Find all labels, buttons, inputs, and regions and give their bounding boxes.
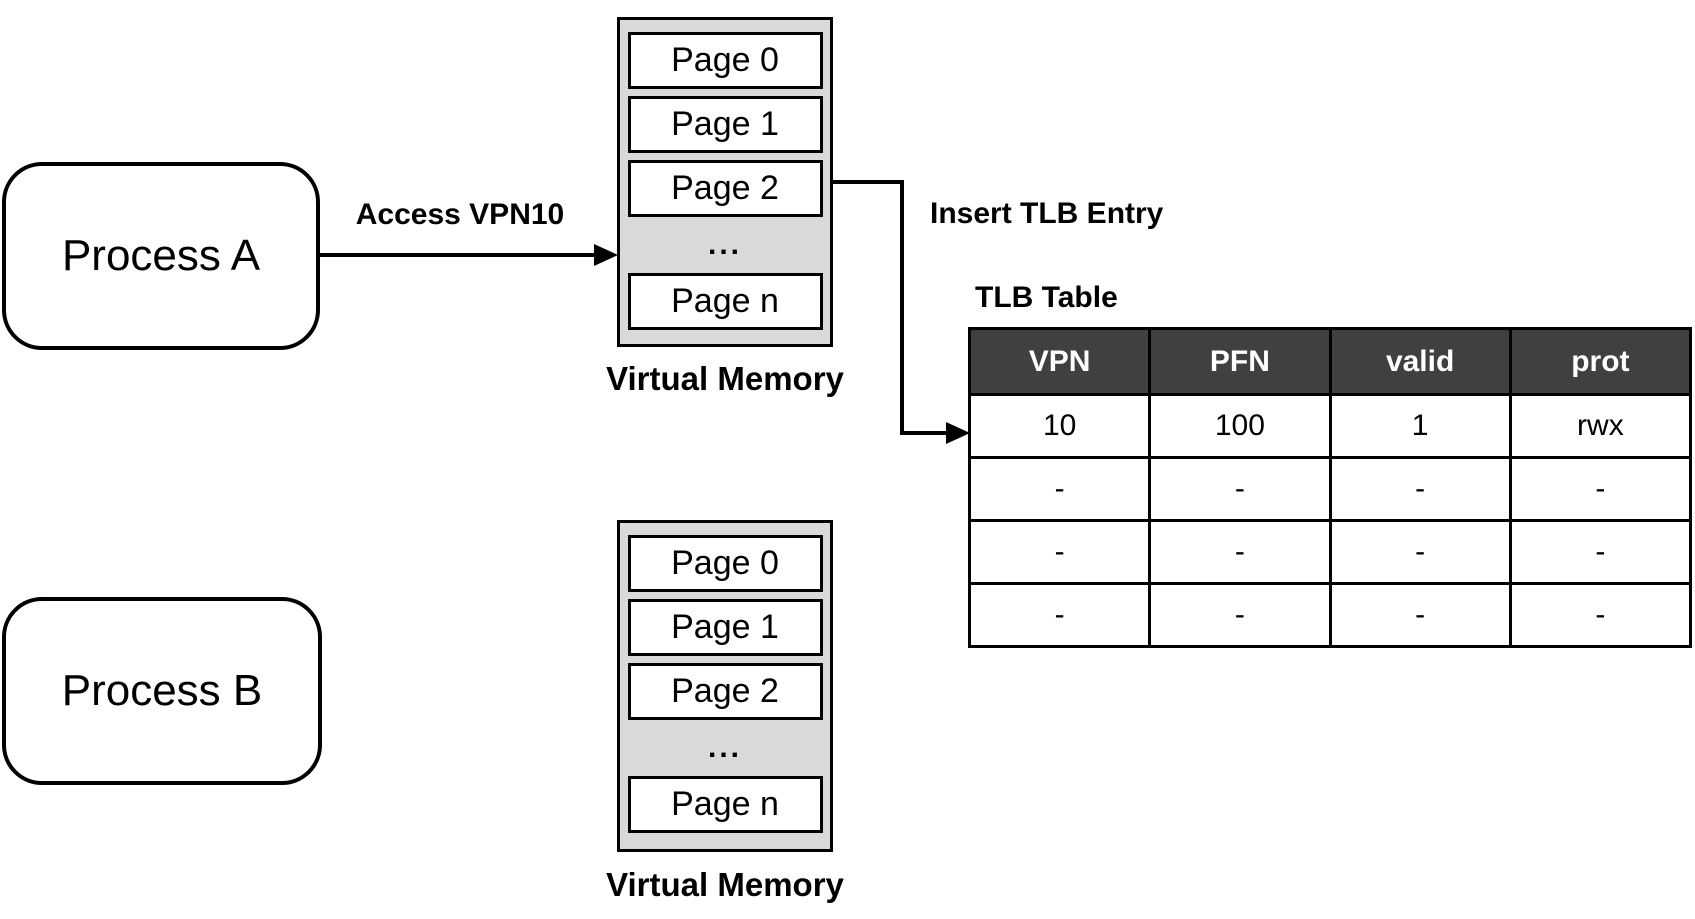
page-label: Page 2 — [671, 169, 779, 207]
access-vpn-label: Access VPN10 — [355, 198, 565, 231]
tlb-cell: - — [967, 519, 1152, 585]
tlb-table-title: TLB Table — [975, 281, 1118, 314]
insert-connector-line — [900, 180, 904, 433]
process-a-label: Process A — [61, 231, 261, 280]
page-box: Page 1 — [627, 96, 823, 153]
tlb-cell: - — [1508, 519, 1693, 585]
tlb-cell: 10 — [967, 393, 1152, 459]
arrowhead-icon — [594, 244, 618, 266]
tlb-cell: - — [1148, 456, 1332, 522]
tlb-row: 10 100 1 rwx — [967, 393, 1693, 459]
tlb-cell: - — [1508, 456, 1693, 522]
tlb-row: - - - - — [967, 582, 1693, 648]
tlb-cell: - — [1328, 519, 1512, 585]
tlb-cell: 100 — [1148, 393, 1332, 459]
tlb-header-vpn: VPN — [967, 327, 1152, 396]
tlb-cell: - — [967, 582, 1152, 648]
tlb-cell: - — [1328, 582, 1512, 648]
page-label: Page 1 — [671, 608, 779, 646]
tlb-cell: - — [967, 456, 1152, 522]
page-box: Page n — [627, 273, 823, 330]
page-label: Page 0 — [671, 41, 779, 79]
ellipsis-row: ... — [707, 228, 742, 261]
page-box: Page 0 — [627, 32, 823, 89]
page-label: Page n — [671, 785, 779, 823]
tlb-cell: - — [1148, 582, 1332, 648]
insert-connector-line — [900, 431, 948, 435]
tlb-cell: 1 — [1328, 393, 1512, 459]
tlb-cell: - — [1508, 582, 1693, 648]
page-box: Page n — [627, 776, 823, 833]
tlb-cell: - — [1148, 519, 1332, 585]
vm-stack-a: Page 0 Page 1 Page 2 ... Page n — [617, 17, 833, 347]
tlb-table: VPN PFN valid prot 10 100 1 rwx - - - - … — [967, 327, 1693, 648]
ellipsis-row: ... — [707, 731, 742, 764]
vm-b-caption: Virtual Memory — [606, 866, 844, 903]
tlb-header-pfn: PFN — [1148, 327, 1332, 396]
page-label: Page 2 — [671, 672, 779, 710]
tlb-row: - - - - — [967, 456, 1693, 522]
process-b-box: Process B — [2, 597, 322, 785]
page-label: Page 1 — [671, 105, 779, 143]
process-a-box: Process A — [2, 162, 320, 350]
tlb-cell: rwx — [1508, 393, 1693, 459]
page-label: Page n — [671, 282, 779, 320]
vm-stack-b: Page 0 Page 1 Page 2 ... Page n — [617, 520, 833, 852]
tlb-cell: - — [1328, 456, 1512, 522]
page-box: Page 2 — [627, 663, 823, 720]
insert-connector-line — [833, 180, 904, 184]
page-box: Page 1 — [627, 599, 823, 656]
page-label: Page 0 — [671, 544, 779, 582]
tlb-header-valid: valid — [1328, 327, 1512, 396]
page-box: Page 0 — [627, 535, 823, 592]
tlb-row: - - - - — [967, 519, 1693, 585]
page-box: Page 2 — [627, 160, 823, 217]
process-b-label: Process B — [61, 666, 263, 715]
access-arrow-line — [318, 253, 596, 257]
insert-tlb-entry-label: Insert TLB Entry — [930, 197, 1164, 230]
tlb-header-prot: prot — [1508, 327, 1693, 396]
vm-a-caption: Virtual Memory — [606, 360, 844, 397]
tlb-header-row: VPN PFN valid prot — [967, 327, 1693, 396]
arrowhead-icon — [946, 422, 970, 444]
